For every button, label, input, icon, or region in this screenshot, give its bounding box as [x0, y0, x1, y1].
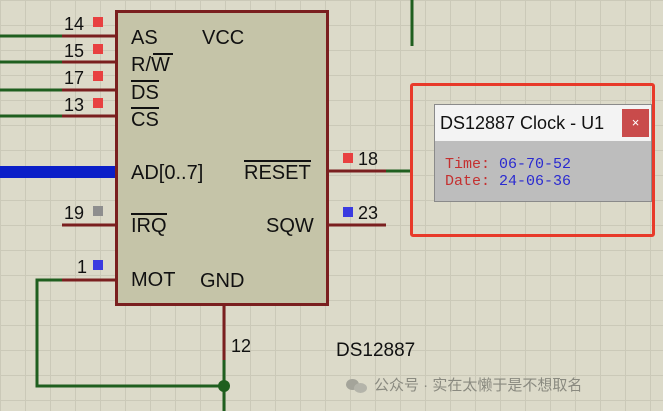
pin-label-sqw: SQW [266, 215, 314, 237]
pin-number-23: 23 [358, 203, 379, 223]
watermark-text: 公众号 · 实在太懒于是不想取名 [374, 377, 583, 394]
close-button[interactable]: × [622, 109, 649, 137]
junction-dot [218, 380, 230, 392]
pin-label-ds: DS [131, 80, 159, 104]
date-label: Date: [445, 173, 491, 190]
pin-label-irq: IRQ [131, 213, 167, 237]
pin-label-cs: CS [131, 107, 159, 131]
pin-number-1: 1 [77, 257, 88, 277]
pin-number-13: 13 [64, 95, 85, 115]
pin-number-17: 17 [64, 68, 85, 88]
date-readout: Date: 24-06-36 [445, 174, 571, 189]
pin-status-18 [343, 153, 353, 163]
pin-label-ad: AD[0..7] [131, 162, 204, 184]
pin-status-19 [93, 206, 103, 216]
popup-title: DS12887 Clock - U1 [440, 113, 605, 133]
pin-label-vcc: VCC [202, 27, 245, 49]
ds12887-chip[interactable] [115, 10, 329, 306]
pin-label-rw: R/W [131, 54, 170, 76]
pin-status-15 [93, 44, 103, 54]
pin-number-18: 18 [358, 149, 379, 169]
rw-overline [153, 53, 173, 55]
pin-number-12: 12 [231, 336, 252, 356]
part-name-label: DS12887 [336, 340, 416, 361]
wechat-icon [346, 377, 368, 393]
date-value: 24-06-36 [499, 173, 572, 190]
pin-number-15: 15 [64, 41, 85, 61]
pin-status-23 [343, 207, 353, 217]
pin-number-19: 19 [64, 203, 85, 223]
clock-popup-window[interactable]: DS12887 Clock - U1 × Time: 06-70-52 Date… [434, 104, 652, 202]
pin-status-17 [93, 71, 103, 81]
pin-status-13 [93, 98, 103, 108]
pin-status-1 [93, 260, 103, 270]
close-icon: × [631, 115, 640, 130]
watermark: 公众号 · 实在太懒于是不想取名 [346, 374, 582, 395]
popup-title-bar[interactable]: DS12887 Clock - U1 × [435, 105, 651, 141]
pin-label-reset: RESET [244, 160, 311, 184]
pin-number-14: 14 [64, 14, 85, 34]
time-readout: Time: 06-70-52 [445, 157, 571, 172]
time-value: 06-70-52 [499, 156, 572, 173]
pin-status-14 [93, 17, 103, 27]
pin-label-gnd: GND [200, 270, 245, 292]
time-label: Time: [445, 156, 491, 173]
pin-label-as: AS [131, 27, 158, 49]
pin-label-mot: MOT [131, 269, 176, 291]
